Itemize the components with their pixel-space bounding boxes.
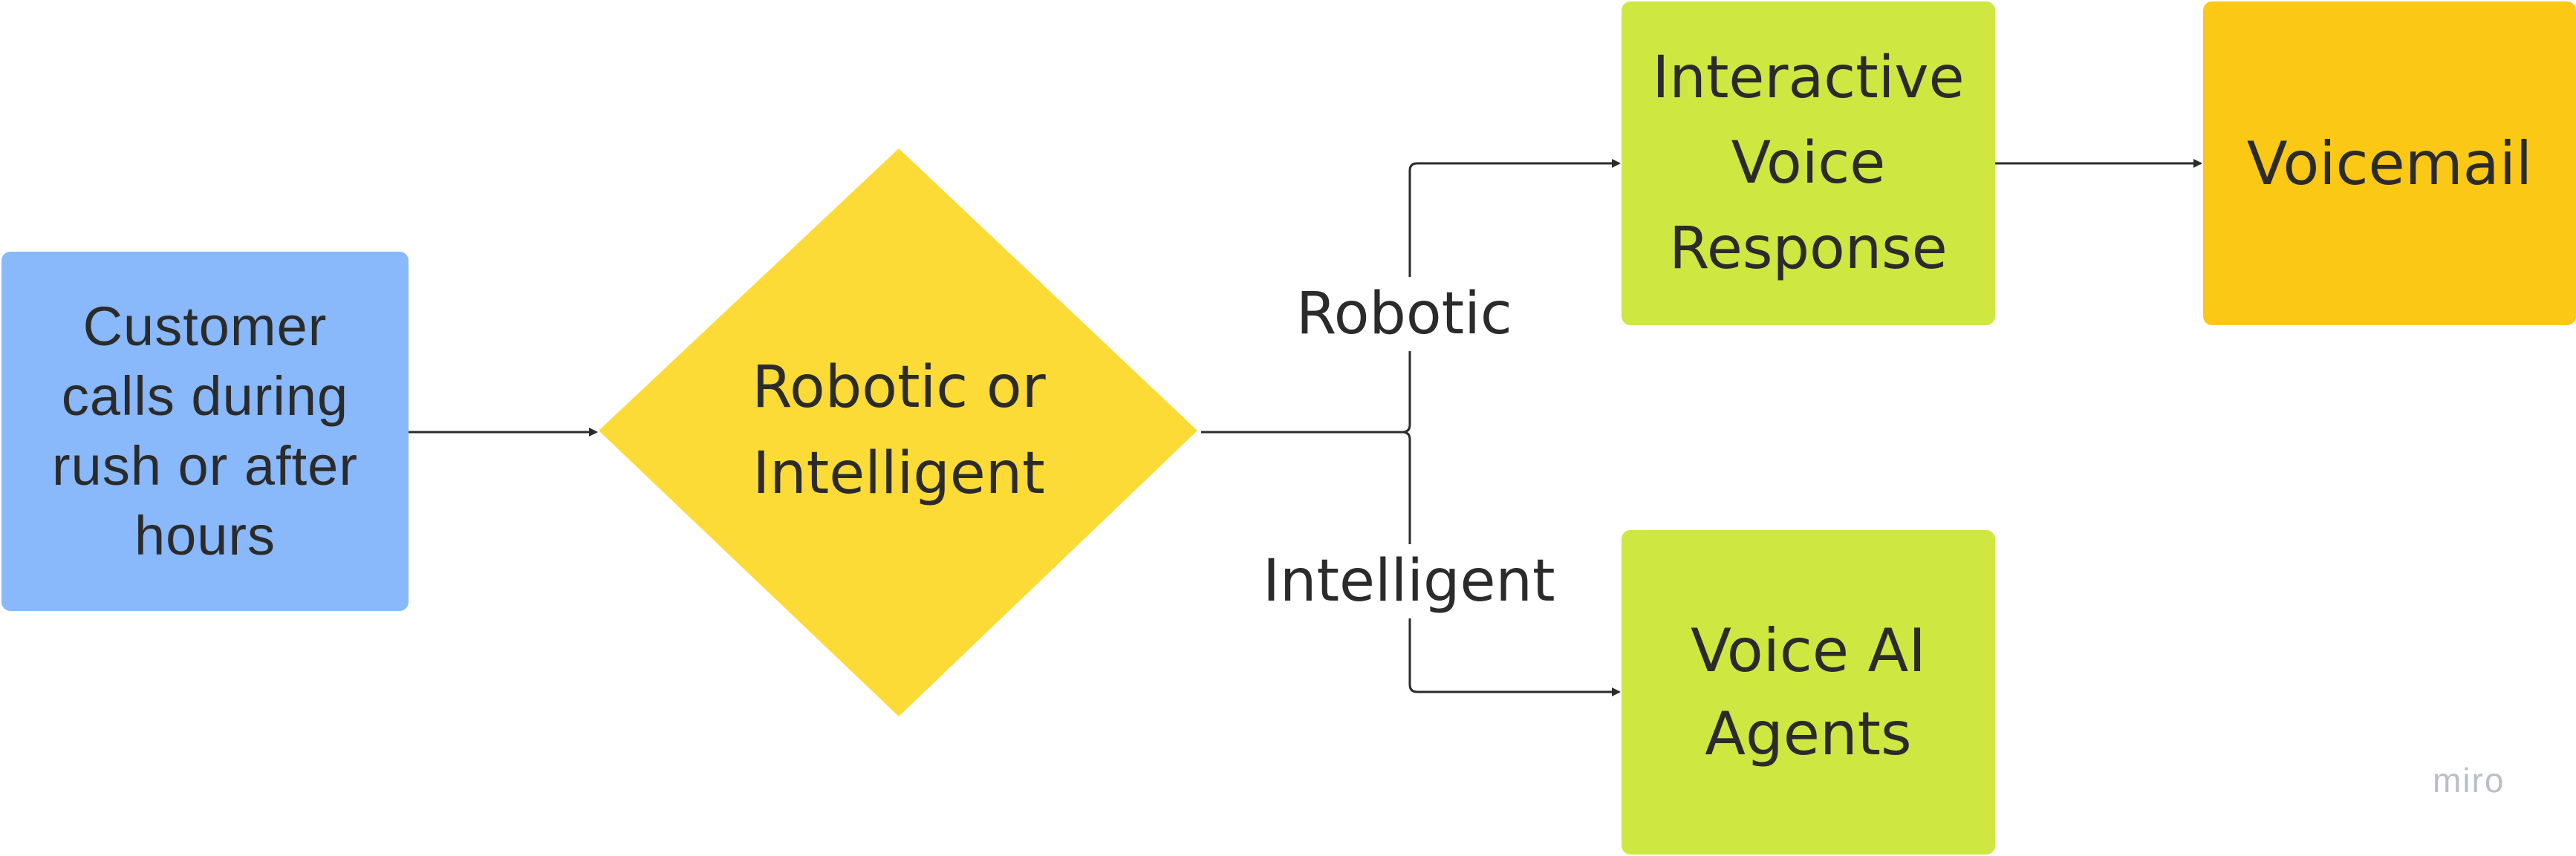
ivr-node[interactable]: Interactive Voice Response [1622,1,1995,325]
voicemail-node[interactable]: Voicemail [2203,1,2576,325]
voicemail-label: Voicemail [2246,128,2533,198]
miro-watermark: miro [2433,761,2505,800]
edge-decision-to-agents [1402,431,1621,696]
decision-label: Robotic or Intelligent [752,354,1046,507]
decision-diamond[interactable] [599,148,1197,716]
voice-ai-agents-label: Voice AI Agents [1691,615,1926,768]
customer-calls-node[interactable]: Customer calls during rush or after hour… [1,252,409,611]
customer-calls-label: Customer calls during rush or after hour… [52,295,358,566]
edge-decision-to-ivr [1402,159,1621,434]
edge-label-intelligent: Intelligent [1255,544,1563,618]
voice-ai-agents-node[interactable]: Voice AI Agents [1622,530,1995,855]
edge-label-robotic: Robotic [1289,277,1520,351]
ivr-label: Interactive Voice Response [1652,44,1965,282]
decision-label-box: Robotic or Intelligent [639,342,1159,520]
